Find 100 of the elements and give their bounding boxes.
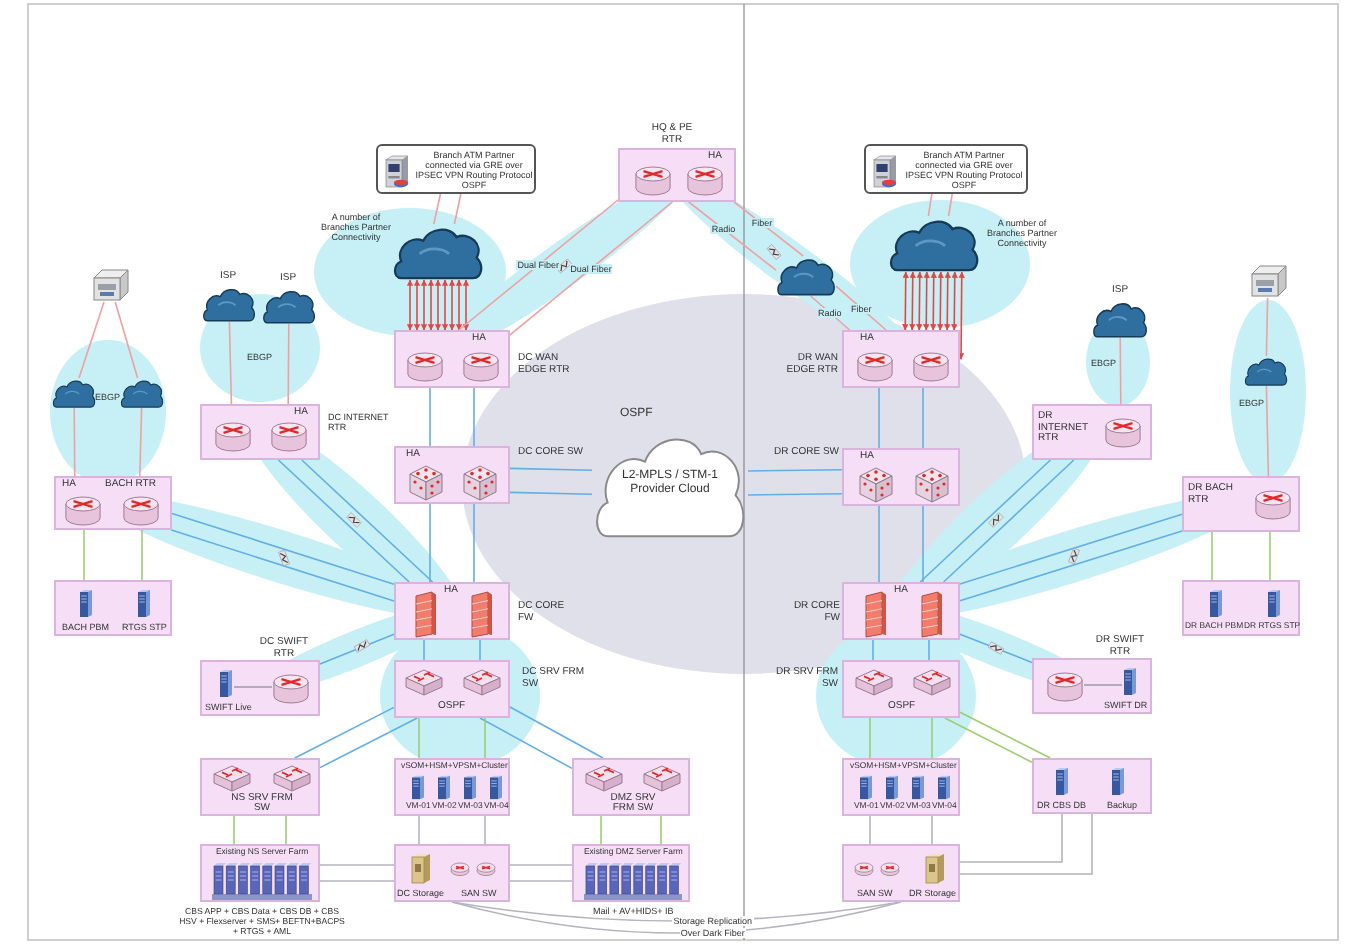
connector-line [418, 717, 420, 759]
connector-line [473, 387, 475, 447]
connector-line [509, 880, 573, 882]
arrow [441, 279, 449, 331]
connector-line [429, 503, 431, 583]
connector-line [944, 717, 1033, 763]
connector-line [423, 639, 425, 661]
connector-line [1119, 337, 1122, 405]
connector-line [872, 639, 874, 661]
connector-line [931, 717, 933, 759]
connector-line [878, 387, 880, 449]
arrow [957, 271, 965, 360]
connector-line [429, 387, 431, 447]
callout-box [864, 144, 1028, 194]
arrow [916, 271, 923, 331]
connector-line [927, 193, 933, 217]
connector-line [869, 815, 871, 845]
connector-line [878, 505, 880, 583]
group-panel [1182, 476, 1300, 532]
connector-line [931, 815, 933, 845]
group-panel [1032, 404, 1152, 460]
connector-line [319, 880, 395, 882]
group-panel [1182, 580, 1300, 636]
arrow [937, 271, 944, 331]
connector-line [479, 639, 481, 661]
connector-line [1265, 385, 1270, 477]
connector-line [83, 529, 85, 581]
connector-line [959, 530, 1183, 602]
connector-line [922, 505, 924, 583]
connector-line [484, 717, 486, 759]
connector-line [959, 711, 1051, 759]
connector-line [509, 467, 593, 471]
connector-line [78, 301, 105, 379]
group-panel [54, 580, 172, 636]
connector-line [959, 513, 1183, 585]
group-panel [394, 758, 510, 816]
connector-line [928, 639, 930, 661]
connector-line [869, 717, 871, 759]
connector-line [600, 815, 602, 845]
connector-line [1211, 531, 1213, 581]
arrow [406, 279, 414, 331]
connector-line [228, 321, 233, 405]
connector-line [660, 815, 662, 845]
group-panel [842, 758, 960, 816]
arrow [902, 271, 909, 331]
callout-box [376, 144, 536, 194]
group-panel [842, 844, 960, 902]
connector-line [942, 459, 1075, 583]
connector-line [285, 815, 287, 845]
group-panel [572, 758, 690, 816]
connector-line [433, 193, 442, 225]
connector-line [509, 491, 593, 495]
arrow [930, 271, 937, 331]
connector-line [919, 459, 1052, 583]
connector-line [688, 201, 777, 271]
connector-line [747, 469, 843, 472]
connector-line [509, 706, 604, 759]
connector-line [294, 706, 395, 759]
connector-line [479, 717, 573, 770]
connector-line [747, 493, 843, 496]
connector-line [319, 864, 395, 866]
connector-line [959, 813, 1093, 875]
arrow [434, 279, 442, 331]
connector-line [509, 864, 573, 866]
arrow [448, 279, 456, 331]
connector-line [473, 503, 475, 583]
arrow [462, 279, 470, 331]
connector-line [170, 529, 395, 602]
connector-line [139, 407, 143, 477]
connector-line [73, 407, 76, 477]
arrow [923, 271, 930, 331]
connector-line [287, 323, 290, 405]
connector-line [1265, 297, 1269, 357]
arrow [951, 271, 958, 331]
connector-line [114, 301, 139, 379]
connector-line [484, 815, 486, 845]
connector-line [947, 193, 953, 217]
connector-line [141, 529, 143, 581]
connector-line [319, 633, 395, 665]
group-panel [1032, 758, 1152, 814]
connector-line [233, 815, 235, 845]
connector-line [458, 199, 619, 331]
connector-line [959, 813, 1063, 863]
connector-line [171, 512, 395, 585]
connector-line [319, 717, 418, 769]
connector-line [1269, 531, 1271, 581]
connector-line [277, 459, 410, 583]
group-panel [200, 758, 320, 816]
group-panel [394, 844, 510, 902]
connector-line [733, 201, 804, 257]
connector-line [509, 201, 674, 336]
connector-line [922, 387, 924, 449]
group-panel [54, 476, 172, 530]
connector-line [301, 459, 434, 583]
connector-line [418, 815, 420, 845]
arrow [944, 271, 951, 331]
arrow [455, 279, 463, 331]
arrow [427, 279, 435, 331]
connector-line [453, 193, 462, 225]
arrow [413, 279, 421, 331]
